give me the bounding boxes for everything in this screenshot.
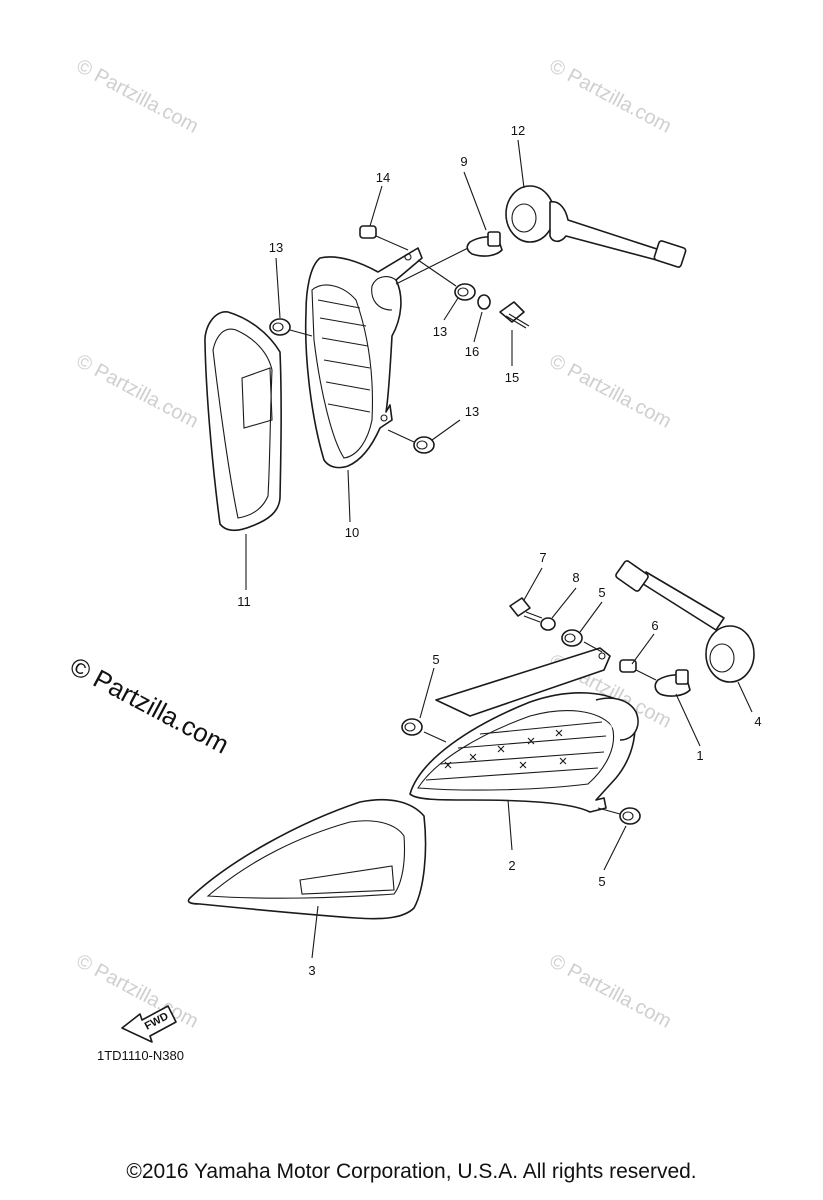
callout-11[interactable]: 11 <box>237 594 251 609</box>
part-10-light-housing[interactable] <box>304 247 423 469</box>
callout-12[interactable]: 12 <box>511 123 525 138</box>
part-5-grommet[interactable] <box>401 718 423 736</box>
callout-8[interactable]: 8 <box>572 570 579 585</box>
part-3-lens-cover[interactable] <box>187 798 427 920</box>
part-13-grommet[interactable] <box>269 318 291 336</box>
callout-16[interactable]: 16 <box>465 344 479 359</box>
part-5-grommet[interactable] <box>619 807 641 825</box>
part-16-washer[interactable] <box>477 294 491 310</box>
callout-1[interactable]: 1 <box>696 748 703 763</box>
part-4-socket-harness[interactable] <box>615 560 755 683</box>
exploded-view-diagram: © Partzilla.com © Partzilla.com © Partzi… <box>65 55 761 1063</box>
part-13-grommet[interactable] <box>454 283 476 301</box>
part-13-grommet[interactable] <box>413 436 435 454</box>
fwd-arrow-icon: FWD <box>121 1005 177 1043</box>
part-15-bolt[interactable] <box>499 301 530 329</box>
part-11-lens-cover[interactable] <box>204 311 282 532</box>
callout-6[interactable]: 6 <box>651 618 658 633</box>
callout-7[interactable]: 7 <box>539 550 546 565</box>
callout-2[interactable]: 2 <box>508 858 515 873</box>
callout-13[interactable]: 13 <box>269 240 283 255</box>
assembly-lines-lower <box>423 641 657 815</box>
callout-leaders <box>245 139 753 959</box>
callout-14[interactable]: 14 <box>376 170 390 185</box>
callout-10[interactable]: 10 <box>345 525 359 540</box>
callout-5[interactable]: 5 <box>598 585 605 600</box>
callout-5[interactable]: 5 <box>432 652 439 667</box>
watermark: © Partzilla.com <box>546 350 675 433</box>
watermark: © Partzilla.com <box>546 55 675 138</box>
part-9-bulb[interactable] <box>466 231 503 257</box>
part-14-collar[interactable] <box>359 225 377 239</box>
watermark: © Partzilla.com <box>546 950 675 1033</box>
callout-13[interactable]: 13 <box>465 404 479 419</box>
copyright-notice: ©2016 Yamaha Motor Corporation, U.S.A. A… <box>126 1160 697 1183</box>
part-2-light-housing[interactable] <box>409 647 639 813</box>
watermark: © Partzilla.com <box>73 55 202 138</box>
watermark-main: © Partzilla.com <box>65 651 234 760</box>
callout-15[interactable]: 15 <box>505 370 519 385</box>
callout-13[interactable]: 13 <box>433 324 447 339</box>
part-1-bulb[interactable] <box>654 669 691 697</box>
part-6-collar[interactable] <box>619 659 637 673</box>
callout-5[interactable]: 5 <box>598 874 605 889</box>
part-5-grommet[interactable] <box>561 629 583 647</box>
part-12-socket-harness[interactable] <box>505 185 687 268</box>
watermark: © Partzilla.com <box>73 350 202 433</box>
assembly-lines-upper <box>289 235 469 443</box>
callout-3[interactable]: 3 <box>308 963 315 978</box>
callout-numbers: 1 2 3 4 5 5 5 6 7 8 9 10 11 12 13 13 13 … <box>237 123 761 978</box>
callout-9[interactable]: 9 <box>460 154 467 169</box>
part-8-washer[interactable] <box>540 617 556 631</box>
part-7-bolt[interactable] <box>509 597 543 623</box>
callout-4[interactable]: 4 <box>754 714 761 729</box>
diagram-code: 1TD1110-N380 <box>97 1048 184 1063</box>
